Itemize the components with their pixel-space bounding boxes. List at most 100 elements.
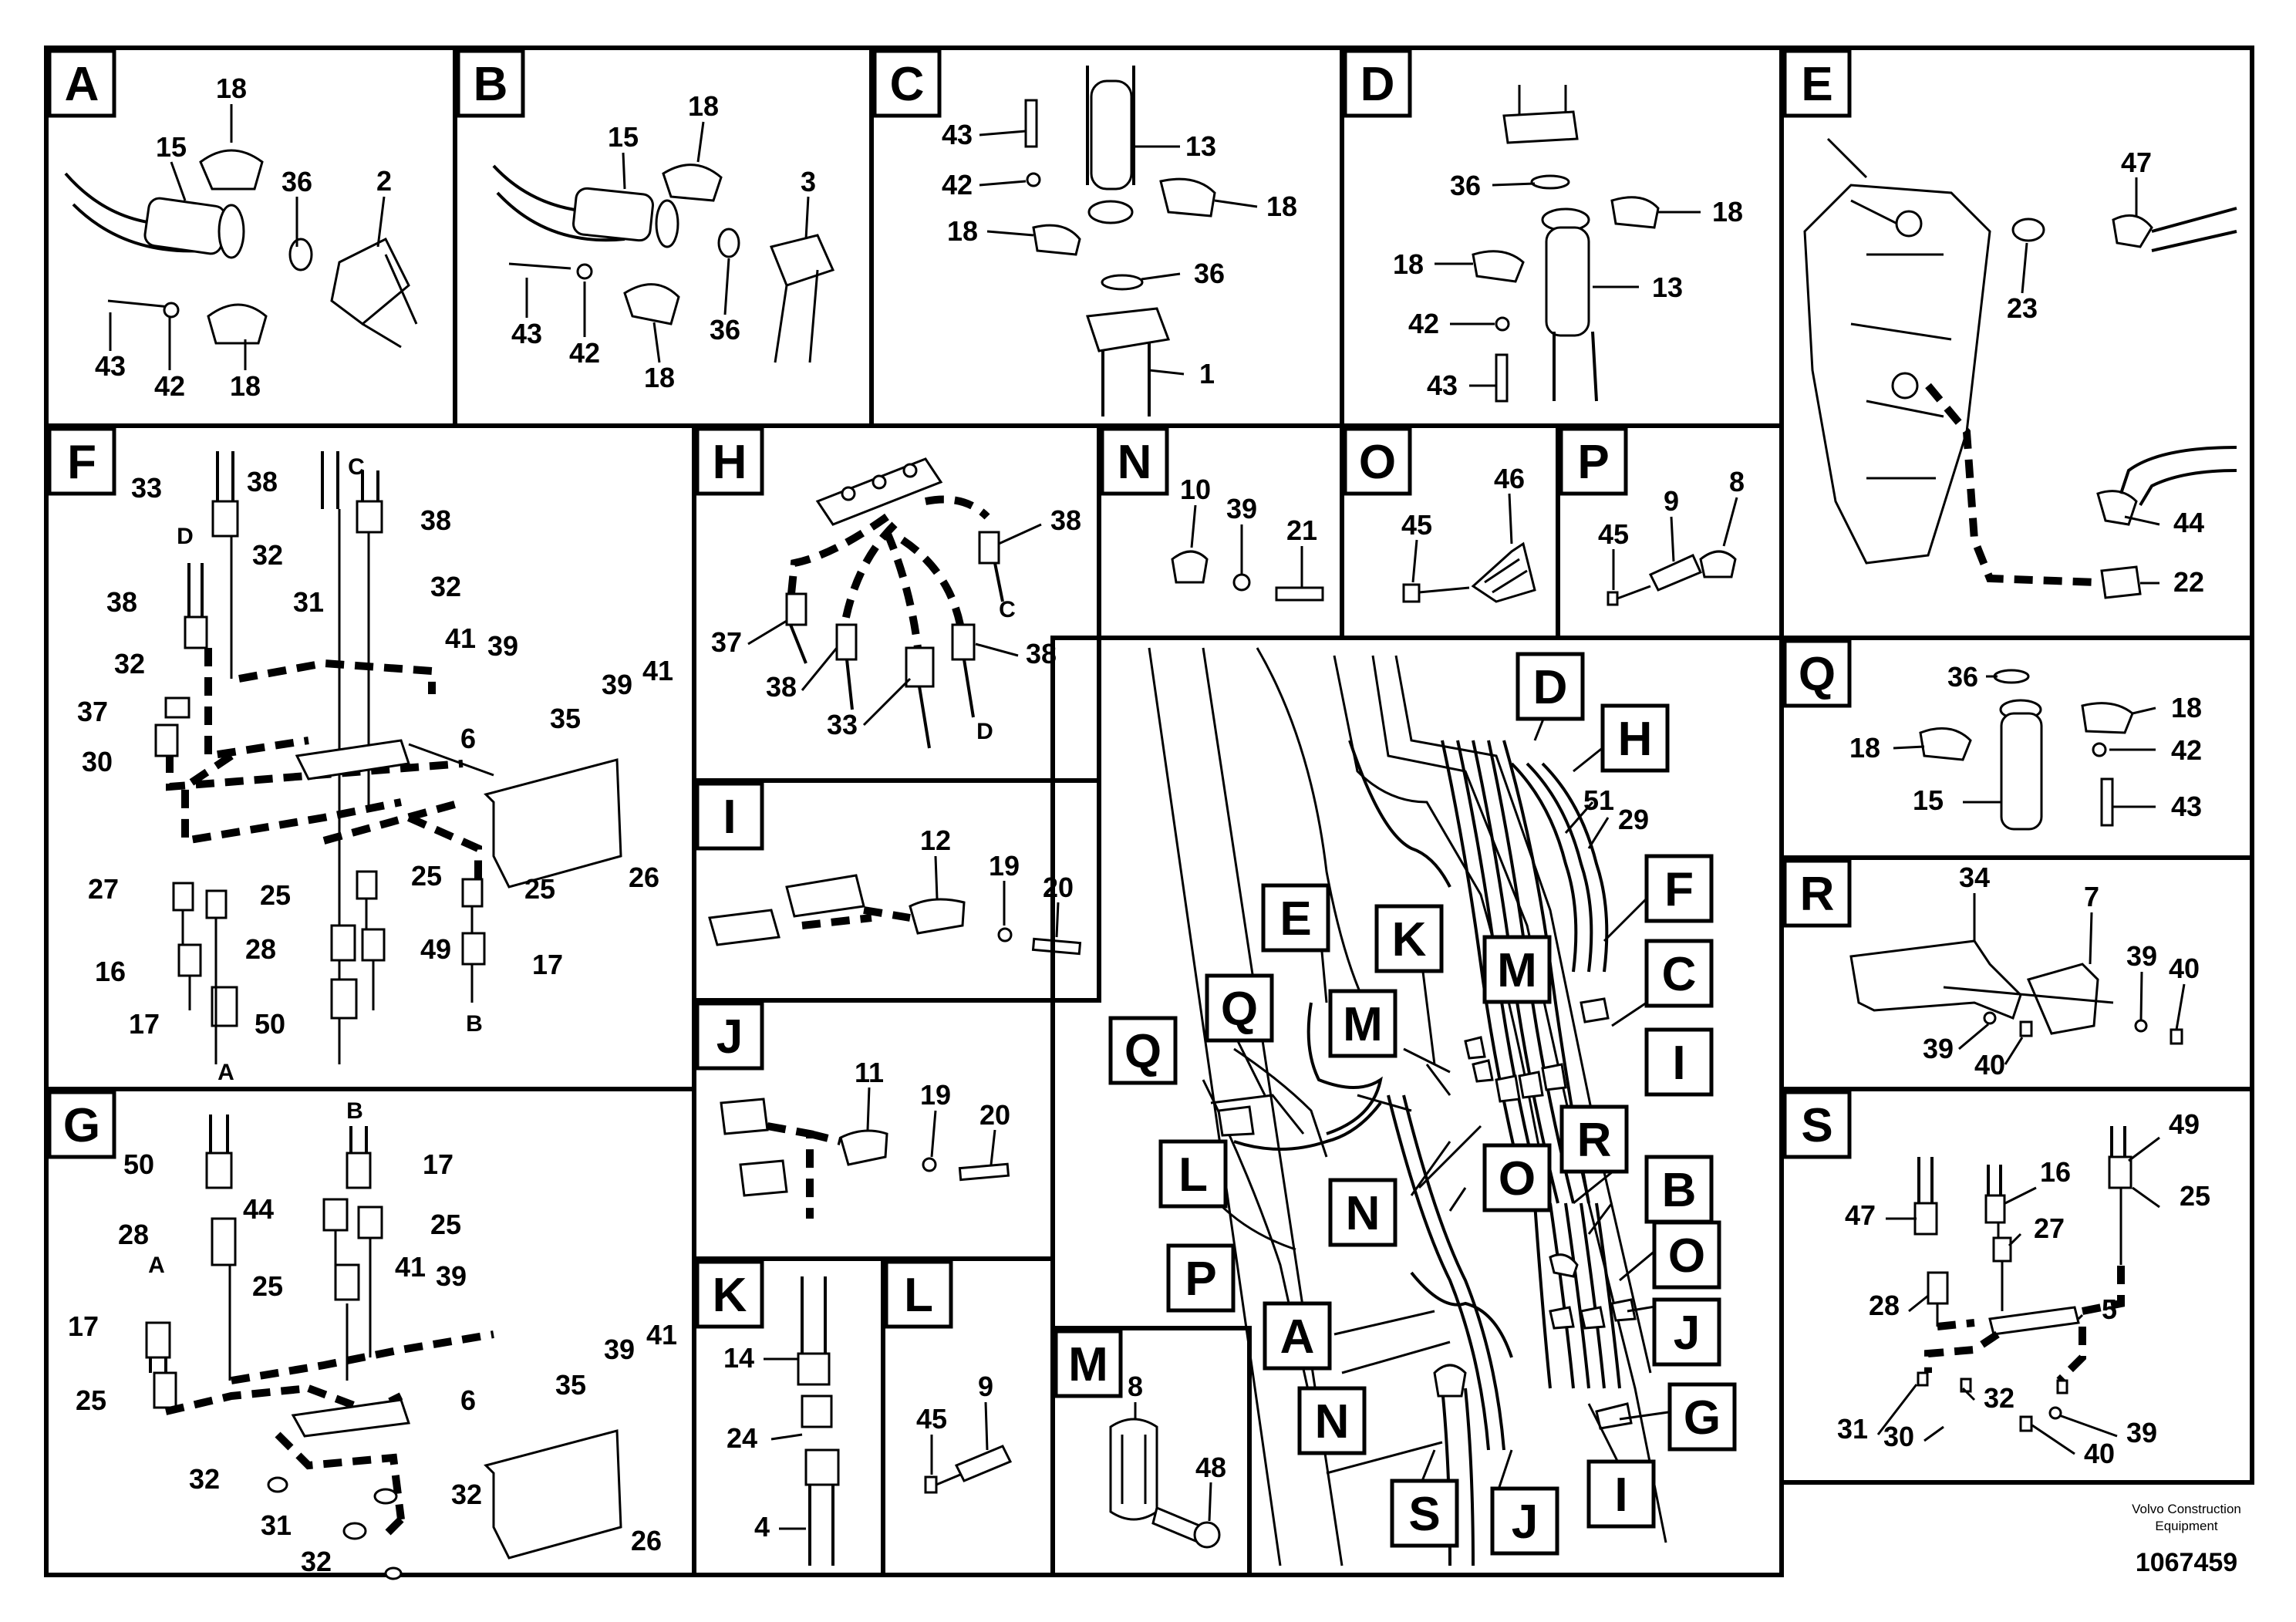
- panel-letter-box: [1782, 49, 1852, 118]
- panel-d: D 36 18 18 13 42 43: [1340, 46, 1784, 428]
- panel-letter-box: [872, 49, 942, 118]
- part-label: 33: [827, 709, 858, 740]
- panel-letter: H: [713, 436, 747, 489]
- part-label: 47: [2121, 147, 2152, 178]
- part-label: 8: [1128, 1371, 1143, 1402]
- panel-letter-box: [1559, 427, 1628, 496]
- panel-letter: E: [1801, 58, 1832, 111]
- part-label: 18: [1266, 191, 1297, 222]
- part-label: 38: [766, 671, 797, 703]
- part-label: 41: [395, 1251, 426, 1283]
- panel-c: C 43 13 42 18 18 36 1: [869, 46, 1344, 428]
- overview-callout: S: [1408, 1488, 1440, 1541]
- part-label: 3: [801, 166, 816, 197]
- part-label: C: [999, 597, 1016, 622]
- overview-callout: Q: [1124, 1025, 1161, 1078]
- overview-callout: G: [1684, 1391, 1721, 1445]
- part-label: 38: [247, 466, 278, 497]
- panel-r: R 34 7 39 40 39 40: [1779, 855, 2254, 1091]
- part-label: 18: [1712, 196, 1743, 228]
- part-label: 47: [1845, 1199, 1876, 1231]
- part-label: 15: [1913, 784, 1944, 816]
- part-label: 11: [855, 1057, 884, 1088]
- part-label: 25: [411, 860, 442, 892]
- part-label: 25: [260, 879, 291, 911]
- part-label: 18: [1849, 732, 1880, 764]
- part-label: 7: [2084, 881, 2099, 912]
- overview-callout: 29: [1618, 804, 1649, 835]
- company-name-line1: Volvo Construction: [2132, 1502, 2241, 1516]
- part-label: 39: [2126, 940, 2157, 972]
- part-label: 16: [2040, 1156, 2071, 1188]
- part-label: 25: [76, 1384, 106, 1416]
- overview-callout: 51: [1583, 784, 1614, 816]
- part-label: 27: [88, 873, 119, 905]
- part-label: 41: [646, 1319, 677, 1351]
- part-label: 36: [1947, 661, 1978, 693]
- part-label: 50: [123, 1148, 154, 1180]
- figure-number: 1067459: [2136, 1548, 2237, 1577]
- overview-callout: F: [1664, 863, 1694, 916]
- panel-s: S 49 16 47 25 27 28 5 32 31 30 39 40: [1779, 1087, 2254, 1485]
- part-label: 26: [631, 1525, 662, 1556]
- panel-letter: C: [890, 58, 925, 111]
- panel-o: O 46 45: [1340, 423, 1560, 640]
- overview-callout: R: [1577, 1114, 1612, 1167]
- overview-callout: P: [1185, 1253, 1216, 1306]
- overview-callout: K: [1392, 913, 1427, 966]
- panel-letter-box: [456, 49, 525, 118]
- part-label: 17: [423, 1148, 453, 1180]
- part-label: D: [976, 719, 993, 744]
- panel-letter-box: [47, 427, 116, 496]
- panel-k: K 14 24 4: [692, 1256, 885, 1577]
- panel-m: M 8 48: [1050, 1326, 1252, 1577]
- overview-callout: C: [1662, 948, 1697, 1001]
- part-label: 21: [1286, 514, 1317, 546]
- part-label: 42: [1408, 308, 1439, 339]
- part-label: 30: [1883, 1421, 1914, 1452]
- part-label: 31: [293, 586, 324, 618]
- part-label: 23: [2007, 292, 2038, 324]
- part-label: 1: [1199, 358, 1215, 389]
- part-label: 30: [82, 746, 113, 777]
- panel-letter: A: [65, 58, 99, 111]
- overview-callout: O: [1499, 1152, 1536, 1206]
- part-label: 39: [487, 630, 518, 662]
- overview-callout: L: [1178, 1148, 1208, 1202]
- part-label: 14: [723, 1342, 754, 1374]
- part-label: 17: [68, 1310, 99, 1342]
- part-label: 32: [114, 648, 145, 679]
- part-label: 36: [710, 314, 740, 346]
- part-label: 45: [916, 1403, 947, 1435]
- panel-letter: Q: [1799, 648, 1836, 701]
- panel-letter-box: [1343, 49, 1412, 118]
- panel-letter: J: [716, 1010, 743, 1064]
- overview-callout: B: [1662, 1164, 1697, 1217]
- part-label: C: [348, 454, 365, 480]
- panel-a: A 18 15 36 2 43 42 18: [44, 46, 457, 428]
- part-label: A: [148, 1253, 165, 1278]
- part-label: 9: [1664, 485, 1679, 517]
- part-label: 36: [282, 166, 312, 197]
- overview-callout: J: [1674, 1307, 1700, 1360]
- panel-i: I 12 19 20: [692, 778, 1101, 1003]
- part-label: 18: [688, 90, 719, 122]
- machine-overview: D H 51 29 F E K M C Q M I Q L N: [1050, 636, 1784, 1577]
- part-label: 5: [2102, 1293, 2117, 1325]
- part-label: 35: [555, 1369, 586, 1401]
- panel-letter-box: [695, 781, 764, 851]
- part-label: 32: [1984, 1382, 2014, 1414]
- overview-callout: N: [1315, 1395, 1350, 1448]
- panel-letter: I: [723, 791, 736, 844]
- part-label: 37: [711, 626, 742, 658]
- part-label: 40: [2084, 1438, 2115, 1469]
- part-label: 13: [1652, 271, 1683, 303]
- part-label: 44: [2173, 507, 2204, 538]
- part-label: 39: [2126, 1417, 2157, 1448]
- panel-letter: K: [713, 1269, 747, 1322]
- part-label: 9: [978, 1371, 993, 1402]
- part-label: 43: [95, 350, 126, 382]
- part-label: 35: [550, 703, 581, 734]
- part-label: 32: [451, 1479, 482, 1510]
